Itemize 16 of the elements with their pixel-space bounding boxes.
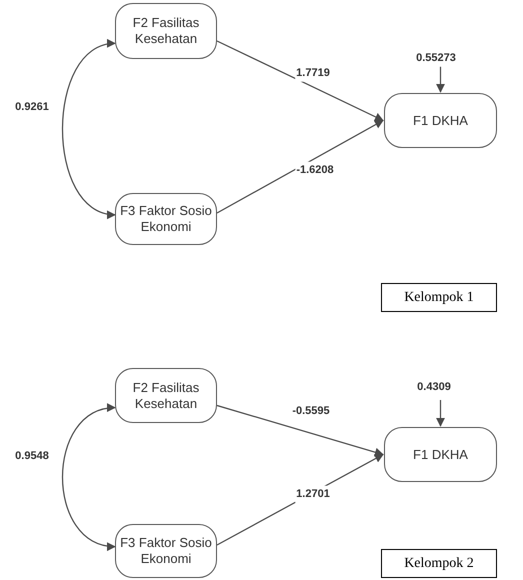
arrow (62, 40, 116, 218)
arrow (216, 40, 384, 122)
variable-box: F2 Fasilitas Kesehatan (115, 3, 217, 59)
variable-box: F2 Fasilitas Kesehatan (115, 368, 217, 423)
edge-label: 1.2701 (295, 486, 331, 502)
variable-box: F1 DKHA (384, 93, 497, 148)
arrow (216, 120, 384, 214)
arrow (436, 400, 445, 427)
variable-box: F1 DKHA (384, 427, 497, 482)
group-label-box: Kelompok 1 (381, 283, 497, 312)
arrow (62, 404, 116, 550)
variable-box: F3 Faktor Sosio Ekonomi (115, 193, 217, 245)
variable-box: F3 Faktor Sosio Ekonomi (115, 524, 217, 578)
arrow (436, 66, 445, 93)
arrow (216, 404, 384, 457)
group-label-box: Kelompok 2 (381, 549, 497, 578)
